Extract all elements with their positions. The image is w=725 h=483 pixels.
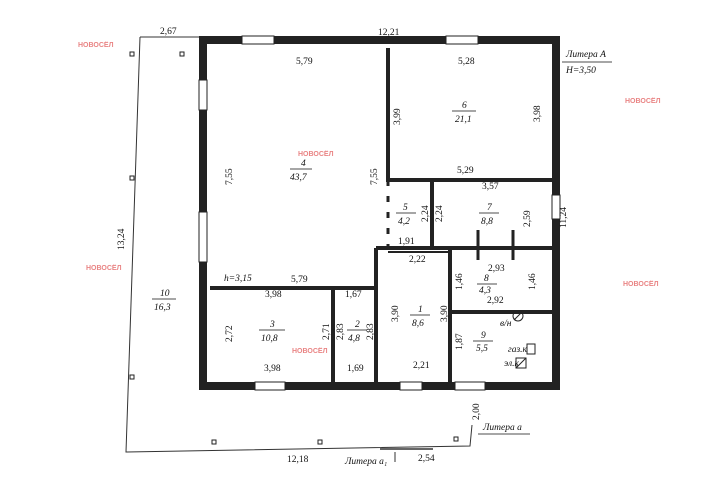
dim-bottom-total: 12,18 <box>287 455 309 465</box>
window-bottom-1 <box>254 381 286 391</box>
dim-398a: 3,98 <box>265 290 282 300</box>
window-right <box>551 194 561 220</box>
title-height: H=3,50 <box>565 66 596 76</box>
terrace-outline <box>125 36 473 453</box>
dim-272: 2,72 <box>225 325 235 342</box>
dim-r5-h2: 2,24 <box>435 205 445 222</box>
dim-bottom-254: 2,54 <box>418 454 435 464</box>
label-litera-a1: Литера а₁ <box>344 457 387 467</box>
window-bottom-3 <box>454 381 486 391</box>
dim-167: 1,67 <box>345 290 362 300</box>
dim-390a: 3,90 <box>391 305 401 322</box>
room-1-number: 1 <box>418 305 423 315</box>
label-electric: эл.к <box>504 359 519 369</box>
watermark-1: НОВОСЁЛ <box>78 41 114 49</box>
window-top-1 <box>241 35 275 45</box>
room-labels: 4 43,7 6 21,1 5 4,2 7 8,8 8 4,3 1 8,6 2 … <box>152 101 499 354</box>
window-left-2 <box>198 211 208 263</box>
walls <box>199 36 560 390</box>
outer-wall <box>199 36 560 390</box>
room-7-area: 8,8 <box>481 217 493 227</box>
room-8-number: 8 <box>484 274 489 284</box>
dim-271: 2,71 <box>322 323 332 340</box>
dim-221: 2,21 <box>413 361 430 371</box>
title-block: Литера А H=3,50 Литера а Литера а₁ h=3,1… <box>224 50 612 467</box>
dim-right-200: 2,00 <box>472 403 482 420</box>
dim-357: 3,57 <box>482 182 499 192</box>
dim-146a: 1,46 <box>455 273 465 290</box>
room-4-number: 4 <box>301 159 306 169</box>
watermark-2: НОВОСЁЛ <box>625 97 661 105</box>
room-5-area: 4,2 <box>398 217 410 227</box>
room-2-area: 4,8 <box>348 334 360 344</box>
dim-room6-right: 3,98 <box>533 105 543 122</box>
watermark-5: НОВОСЁЛ <box>292 347 328 355</box>
room-6-area: 21,1 <box>455 115 472 125</box>
room-3-area: 10,8 <box>261 334 278 344</box>
watermarks: НОВОСЁЛ НОВОСЁЛ НОВОСЁЛ НОВОСЁЛ НОВОСЁЛ … <box>78 41 661 355</box>
label-litera-a: Литера а <box>482 423 522 433</box>
title-litera: Литера А <box>565 50 606 60</box>
dim-398b: 3,98 <box>264 364 281 374</box>
dim-187: 1,87 <box>455 333 465 350</box>
room-4-area: 43,7 <box>290 173 308 183</box>
vertical-dimensions: 7,55 7,55 3,99 3,98 2,24 2,24 2,59 11,24… <box>117 105 569 420</box>
dim-222: 2,22 <box>409 255 426 265</box>
label-ceiling-height: h=3,15 <box>224 274 252 284</box>
equipment <box>512 310 536 369</box>
room-6-number: 6 <box>462 101 467 111</box>
room-9-number: 9 <box>481 331 486 341</box>
window-left-1 <box>198 79 208 111</box>
dim-room4-top: 5,79 <box>296 57 313 67</box>
room-2-number: 2 <box>355 320 360 330</box>
dim-293: 2,93 <box>488 264 505 274</box>
terrace-marks <box>129 51 459 445</box>
room-10-number: 10 <box>160 289 170 299</box>
label-gas: газ.к <box>508 345 528 355</box>
dim-191: 1,91 <box>398 237 415 247</box>
dim-283b: 2,83 <box>366 323 376 340</box>
dim-room6-top: 5,28 <box>458 57 475 67</box>
room-1-area: 8,6 <box>412 319 424 329</box>
dim-579b: 5,79 <box>291 275 308 285</box>
dim-529: 5,29 <box>457 166 474 176</box>
dim-r7-side: 2,59 <box>523 210 533 227</box>
dim-right-total: 11,24 <box>559 207 569 228</box>
dimensions: 2,67 12,21 5,79 5,28 5,29 3,57 1,91 2,22… <box>160 27 505 465</box>
dim-room4-right: 7,55 <box>370 168 380 185</box>
dim-room4-left: 7,55 <box>225 168 235 185</box>
dim-390b: 3,90 <box>440 305 450 322</box>
dim-292: 2,92 <box>487 296 504 306</box>
watermark-3: НОВОСЁЛ <box>298 150 334 158</box>
room-9-area: 5,5 <box>476 344 488 354</box>
dim-top-left: 2,67 <box>160 27 177 37</box>
dim-room6-left: 3,99 <box>393 108 403 125</box>
gas-boiler-icon <box>526 343 536 355</box>
room-7-number: 7 <box>487 203 493 213</box>
room-5-number: 5 <box>403 203 408 213</box>
dim-left-total: 13,24 <box>117 228 127 250</box>
room-10-area: 16,3 <box>154 303 171 313</box>
dim-283a: 2,83 <box>336 323 346 340</box>
window-top-2 <box>445 35 479 45</box>
dim-169: 1,69 <box>347 364 364 374</box>
water-meter-icon <box>512 310 524 322</box>
dim-r5-h1: 2,24 <box>421 205 431 222</box>
room-8-area: 4,3 <box>479 286 491 296</box>
electric-boiler-icon <box>515 357 527 369</box>
windows <box>198 35 561 391</box>
window-bottom-2 <box>399 381 423 391</box>
dim-146b: 1,46 <box>528 273 538 290</box>
watermark-6: НОВОСЁЛ <box>623 280 659 288</box>
dim-top-total: 12,21 <box>378 28 400 38</box>
watermark-4: НОВОСЁЛ <box>86 264 122 272</box>
room-3-number: 3 <box>269 320 275 330</box>
label-water: в/н <box>500 319 512 329</box>
